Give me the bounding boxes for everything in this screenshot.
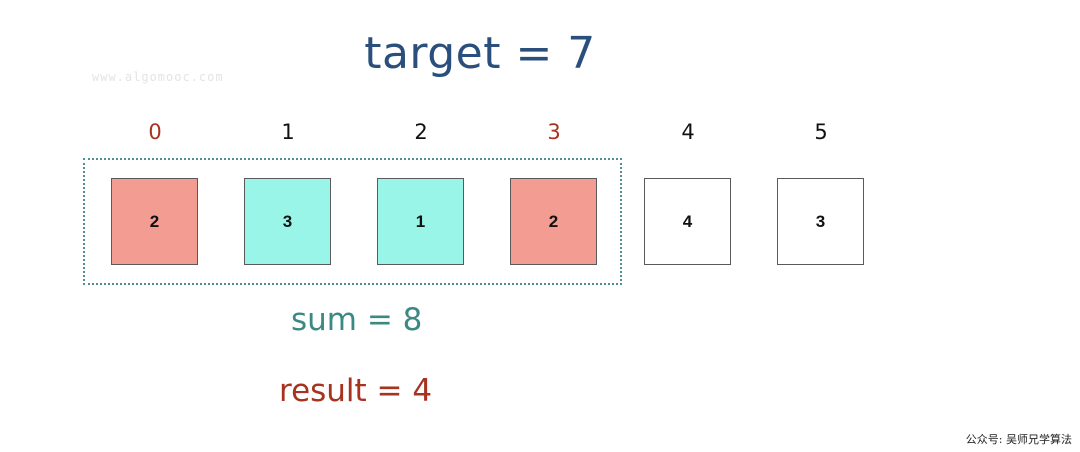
- sliding-window-frame: [83, 158, 622, 285]
- sum-label: sum = 8: [291, 302, 423, 338]
- index-label: 3: [547, 120, 561, 144]
- array-cell: 3: [777, 178, 864, 265]
- array-cell: 1: [377, 178, 464, 265]
- index-label: 5: [814, 120, 828, 144]
- array-cell: 2: [111, 178, 198, 265]
- footer-credit: 公众号: 吴师兄学算法: [965, 433, 1072, 446]
- array-cell: 2: [510, 178, 597, 265]
- index-label: 0: [148, 120, 162, 144]
- index-label: 2: [414, 120, 428, 144]
- array-cell: 3: [244, 178, 331, 265]
- array-cell: 4: [644, 178, 731, 265]
- target-label: target = 7: [364, 28, 596, 79]
- result-label: result = 4: [279, 373, 433, 409]
- index-label: 4: [681, 120, 695, 144]
- index-label: 1: [281, 120, 295, 144]
- watermark-text: www.algomooc.com: [92, 70, 224, 84]
